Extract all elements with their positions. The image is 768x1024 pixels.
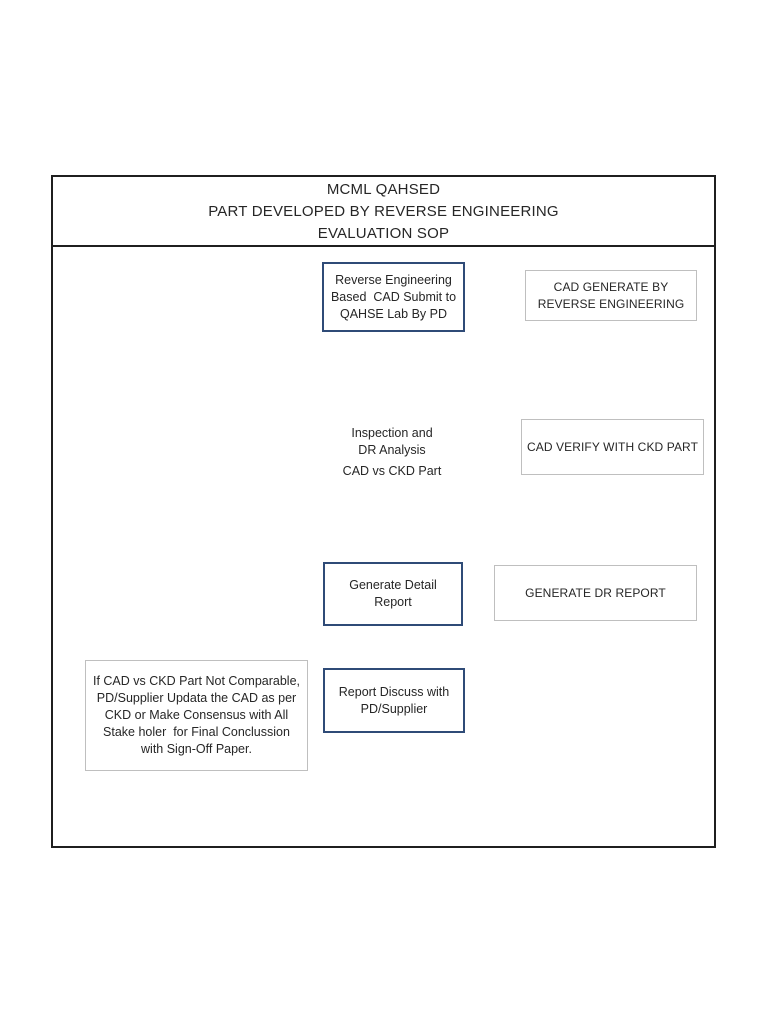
title-org: MCML QAHSED [326,181,441,198]
annotation-cad-generate-box: CAD GENERATE BY REVERSE ENGINEERING [525,270,697,321]
annotation-cad-generate-label: CAD GENERATE BY REVERSE ENGINEERING [537,279,685,311]
decision-inspection-line1: Inspection and DR Analysis [351,426,433,457]
note-not-comparable-box: If CAD vs CKD Part Not Comparable, PD/Su… [85,660,308,771]
title-subject: PART DEVELOPED BY REVERSE ENGINEERING [208,203,559,220]
annotation-cad-verify-box: CAD VERIFY WITH CKD PART [521,419,704,475]
step-report-discuss-box: Report Discuss with PD/Supplier [323,668,465,733]
step-generate-report-box: Generate Detail Report [323,562,463,626]
step-report-discuss-label: Report Discuss with PD/Supplier [338,684,450,716]
annotation-generate-dr-label: GENERATE DR REPORT [525,585,666,600]
step-generate-report-label: Generate Detail Report [349,578,437,609]
decision-inspection-line2: CAD vs CKD Part [342,464,442,478]
step-submit-cad-box: Reverse Engineering Based CAD Submit to … [322,262,465,332]
decision-inspection-text: Inspection and DR Analysis CAD vs CKD Pa… [297,415,487,490]
annotation-generate-dr-box: GENERATE DR REPORT [494,565,697,621]
title-doc-type: EVALUATION SOP [317,225,450,242]
sop-title-block: MCML QAHSED PART DEVELOPED BY REVERSE EN… [53,177,714,247]
note-not-comparable-text: If CAD vs CKD Part Not Comparable, PD/Su… [92,674,300,756]
step-submit-cad-label: Reverse Engineering Based CAD Submit to … [330,272,457,321]
annotation-cad-verify-label: CAD VERIFY WITH CKD PART [526,439,699,454]
